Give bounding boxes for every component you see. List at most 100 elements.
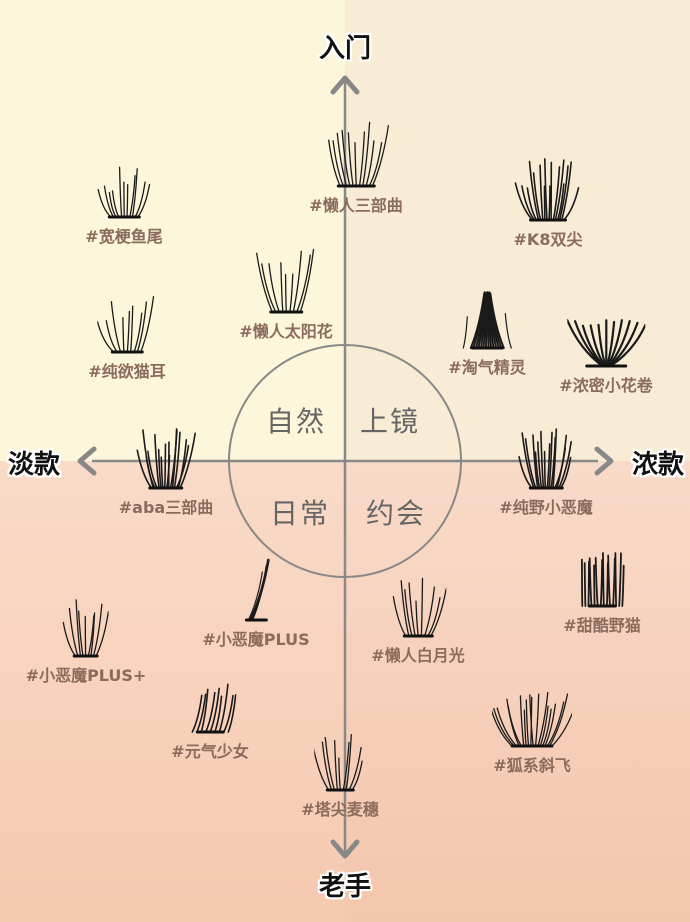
lash-icon	[96, 296, 154, 354]
lash-strand	[348, 746, 362, 791]
circle-word-top-left: 自然	[266, 405, 327, 438]
lash-strand	[563, 187, 580, 221]
lash-strand	[179, 432, 197, 489]
lash-item[interactable]: #纯欲猫耳	[88, 292, 166, 382]
axis-label-left: 淡款	[8, 450, 61, 480]
lash-strand	[621, 564, 625, 607]
lash-strand	[93, 603, 103, 657]
lash-item[interactable]: #纯野小恶魔	[499, 422, 593, 518]
lash-strand	[129, 305, 134, 353]
lash-label: #小恶魔PLUS	[202, 630, 310, 649]
lash-strand	[583, 562, 586, 607]
lash-strand	[539, 705, 549, 747]
lash-label: #浓密小花卷	[559, 376, 653, 395]
lash-strand	[158, 448, 162, 489]
lash-strand	[554, 159, 565, 221]
quadrant-bottom-left	[0, 461, 345, 922]
lash-strand	[175, 444, 190, 489]
lash-strand	[608, 324, 645, 368]
lash-strand	[371, 125, 389, 187]
lash-strand	[173, 431, 181, 489]
lash-strand	[87, 615, 95, 657]
lash-strand	[560, 161, 572, 221]
lash-strand	[559, 456, 572, 489]
lash-strand	[544, 703, 557, 747]
quadrant-top-right	[345, 0, 690, 461]
lash-strand	[594, 556, 599, 607]
lash-item[interactable]: #小恶魔PLUS	[202, 558, 310, 650]
lash-item[interactable]: #狐系斜飞	[492, 688, 572, 776]
lash-icon	[255, 248, 314, 314]
lash-strand	[525, 699, 530, 747]
arrow-down-icon	[330, 839, 360, 859]
lash-strand	[145, 455, 157, 489]
lash-label: #K8双尖	[513, 230, 583, 249]
lash-strand	[139, 296, 154, 353]
lash-strand	[321, 741, 332, 791]
lash-item[interactable]: #淘气精灵	[448, 288, 526, 378]
lash-label: #塔尖麦穗	[301, 800, 379, 819]
lash-strand	[95, 611, 109, 657]
lash-strand	[121, 316, 125, 353]
axis-label-right: 浓款	[631, 450, 684, 480]
lash-item[interactable]: #aba三部曲	[119, 422, 213, 518]
lash-strand	[345, 733, 352, 791]
lash-strand	[581, 324, 605, 368]
lash-strand	[333, 739, 338, 791]
lash-item[interactable]: #浓密小花卷	[559, 316, 653, 396]
lash-strand	[589, 324, 606, 368]
lash-icon	[191, 683, 236, 734]
lash-strand	[587, 560, 590, 607]
lash-strand	[544, 158, 548, 221]
lash-label: #元气少女	[171, 742, 249, 761]
center-circle	[228, 344, 462, 578]
lash-strand	[324, 736, 335, 791]
lash-item[interactable]: #懒人太阳花	[239, 242, 333, 342]
lash-item[interactable]: #甜酷野猫	[563, 548, 641, 636]
lash-strand	[534, 451, 541, 489]
quadrant-top-left	[0, 0, 345, 461]
lash-icon	[514, 158, 580, 222]
lash-strand	[606, 319, 623, 368]
lash-strand	[543, 450, 546, 489]
lash-strand	[420, 577, 423, 637]
lash-item[interactable]: #K8双尖	[513, 154, 583, 250]
lash-icon	[63, 599, 109, 658]
lash-item[interactable]: #小恶魔PLUS+	[26, 594, 146, 686]
circle-word-top-right: 上镜	[360, 405, 421, 438]
lash-strand	[551, 428, 557, 489]
lash-strand	[528, 160, 540, 221]
lash-strand	[191, 694, 203, 733]
lash-strand	[415, 600, 419, 637]
lash-strand	[558, 165, 569, 221]
lash-strand	[507, 704, 523, 747]
lash-strand	[546, 443, 551, 489]
lash-icon	[244, 558, 270, 622]
lash-strand	[134, 181, 146, 218]
lash-item[interactable]: #懒人白月光	[371, 572, 465, 666]
lash-item[interactable]: #塔尖麦穗	[301, 728, 379, 820]
lash-strand	[200, 688, 209, 733]
lash-label: #懒人太阳花	[239, 322, 333, 341]
lash-strand	[546, 701, 565, 747]
lash-strand	[295, 254, 311, 313]
lash-strand	[75, 599, 82, 657]
lash-strand	[521, 432, 535, 489]
axis-label-bottom: 老手	[318, 872, 372, 902]
lash-icon	[327, 121, 389, 188]
lash-icon	[580, 552, 625, 608]
lash-strand	[599, 559, 603, 607]
lash-strand	[539, 430, 544, 489]
circle-word-bottom-right: 约会	[366, 497, 427, 530]
lash-strand	[160, 456, 164, 489]
lash-strand	[251, 565, 267, 621]
lash-strand	[361, 121, 370, 187]
lash-strand	[96, 321, 115, 353]
lash-strand	[126, 183, 129, 218]
lash-item[interactable]: #宽梗鱼尾	[85, 163, 163, 247]
lash-item[interactable]: #懒人三部曲	[309, 118, 403, 216]
lash-strand	[63, 621, 77, 657]
lash-item[interactable]: #元气少女	[171, 678, 249, 762]
lash-strand	[601, 552, 605, 607]
lash-strand	[426, 596, 441, 637]
